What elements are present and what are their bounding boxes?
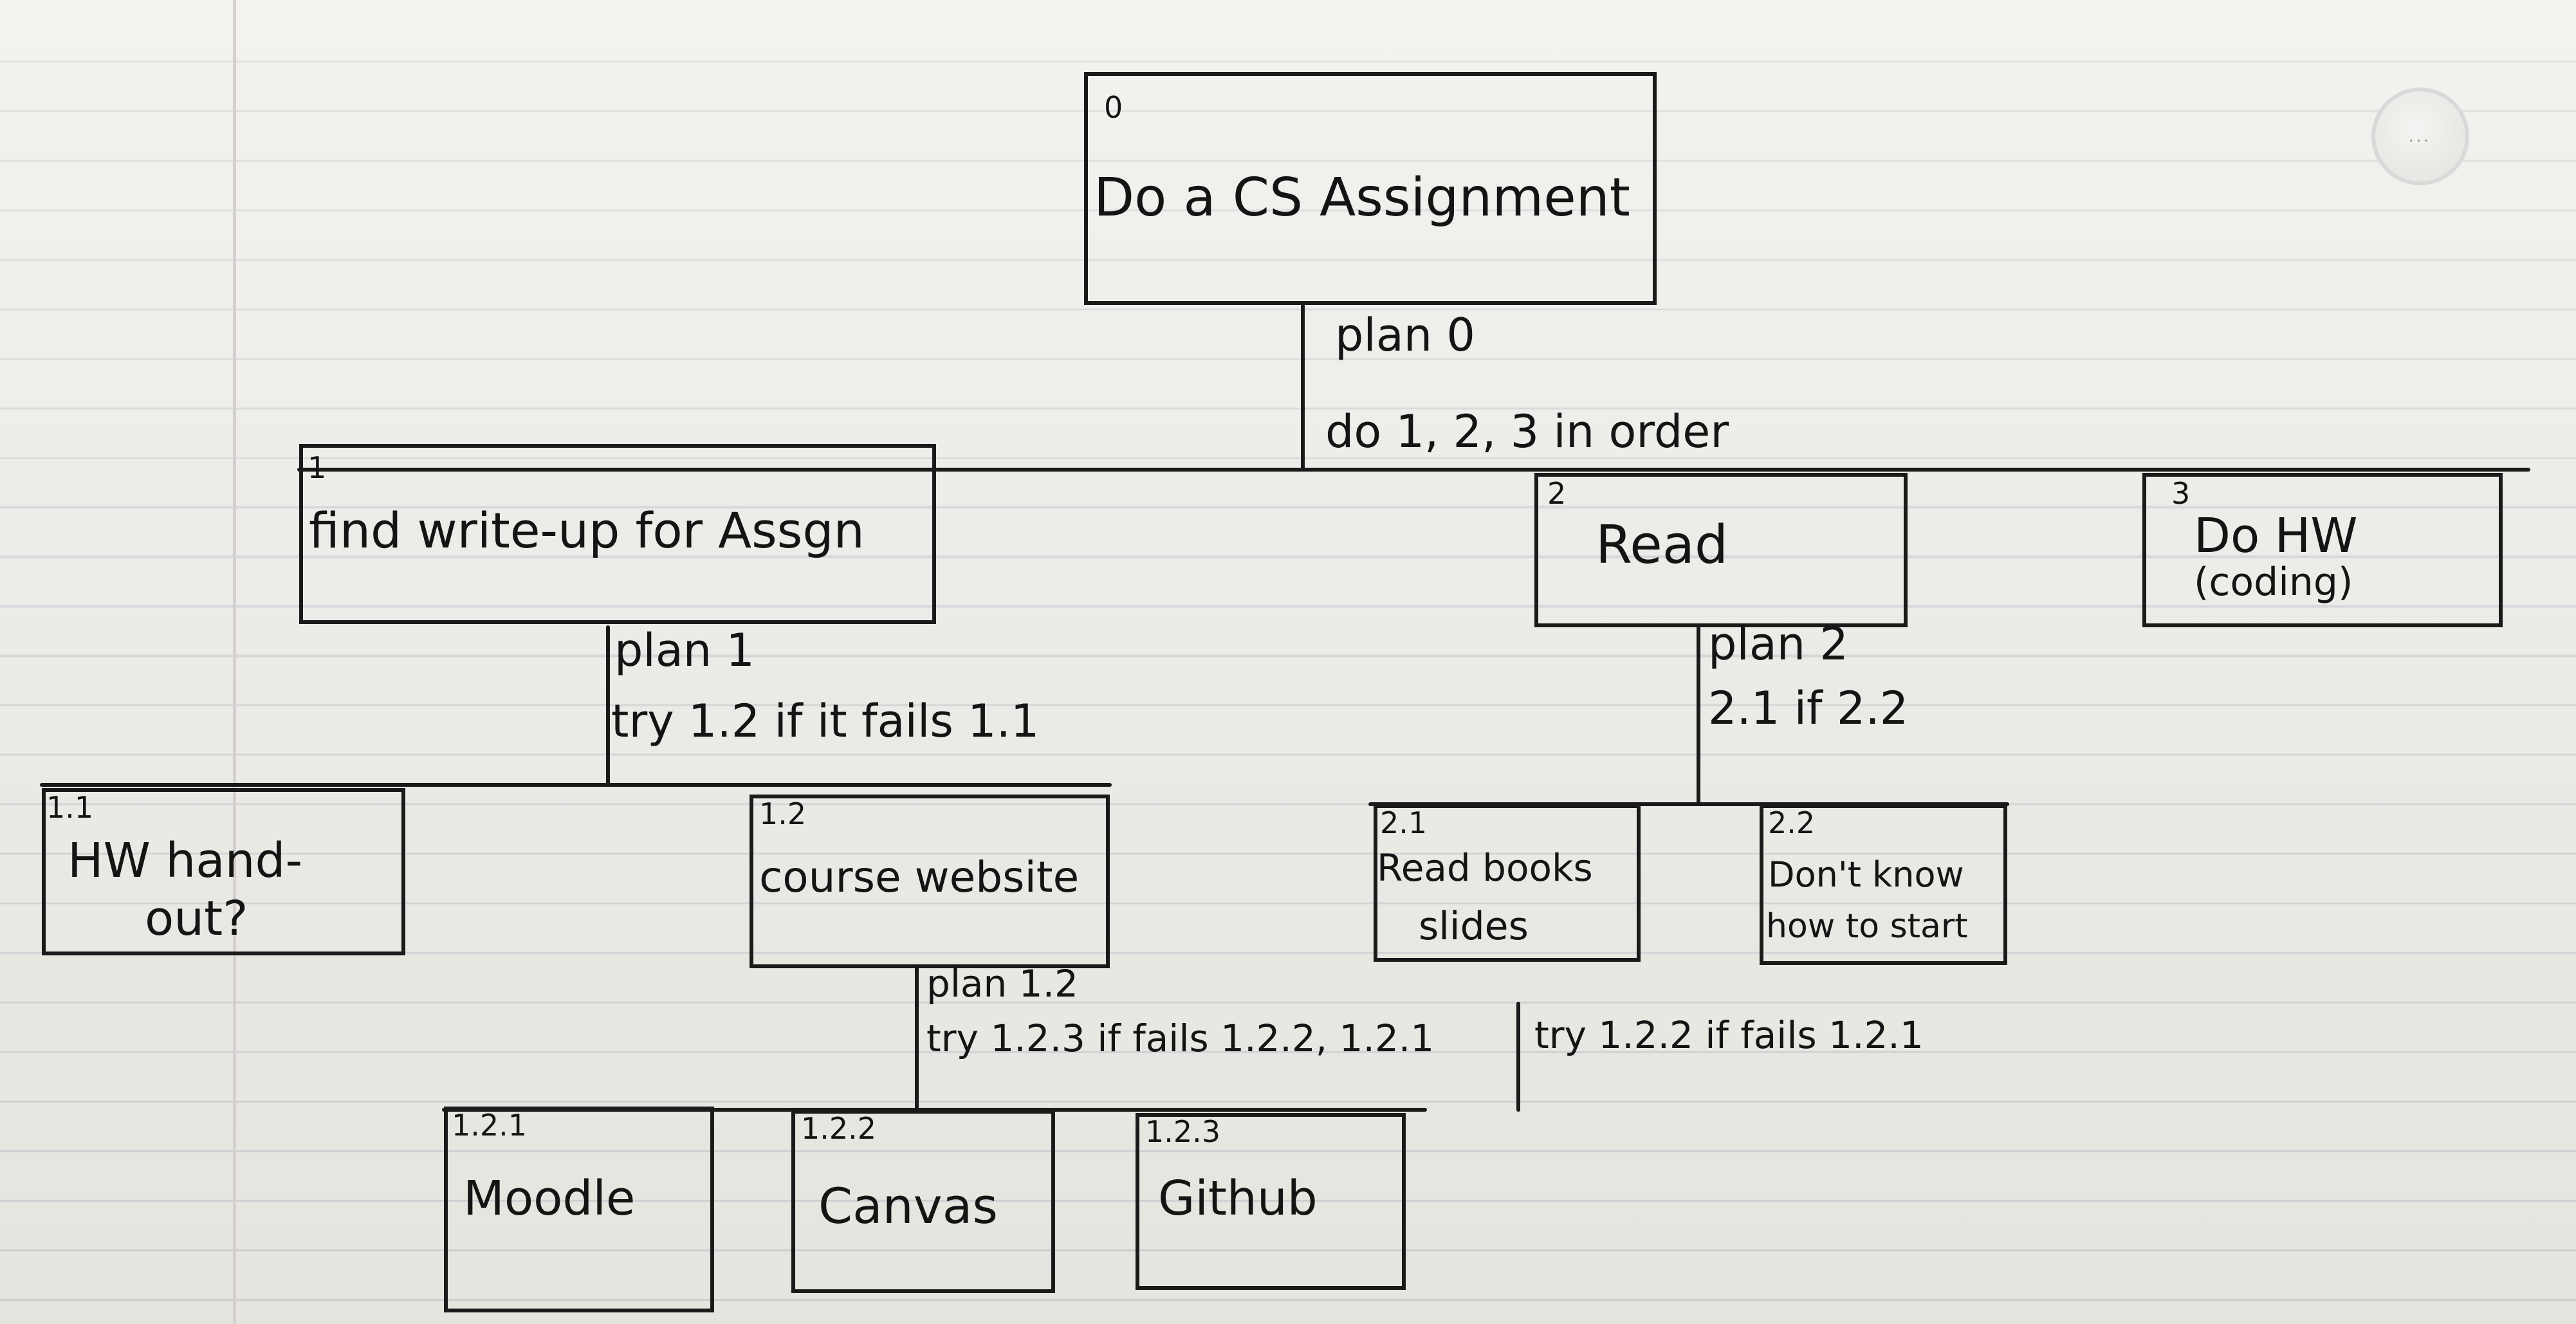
node-2	[1534, 473, 1908, 627]
node-1-2-1-number: 1.2.1	[452, 1108, 528, 1143]
node-2-1-label-line2: slides	[1419, 904, 1529, 949]
node-1-2-3-label: Github	[1158, 1171, 1318, 1226]
node-1-1-label-line1: HW hand-	[68, 833, 303, 888]
node-1-2-1	[444, 1107, 714, 1312]
node-2-1-number: 2.1	[1380, 805, 1428, 840]
node-2-label: Read	[1596, 515, 1729, 576]
plan-1-2-text: try 1.2.3 if fails 1.2.2, 1.2.1	[926, 1016, 1435, 1060]
node-1-2-3-number: 1.2.3	[1145, 1114, 1221, 1149]
plan-0-text: do 1, 2, 3 in order	[1325, 405, 1729, 458]
node-1-label: find write-up for Assgn	[309, 502, 865, 559]
node-1-2-2-number: 1.2.2	[801, 1111, 877, 1146]
node-1-2-label: course website	[759, 852, 1080, 902]
node-0	[1084, 72, 1657, 305]
node-2-1-label-line1: Read books	[1377, 846, 1593, 890]
node-2-1	[1374, 804, 1641, 962]
node-3-label-line1: Do HW	[2194, 508, 2358, 564]
plan-1-title: plan 1	[614, 624, 755, 677]
node-1-1-number: 1.1	[46, 790, 94, 825]
node-1-1	[42, 788, 405, 955]
node-0-number: 0	[1104, 90, 1123, 125]
node-1	[299, 444, 936, 624]
node-2-2-label-line1: Don't know	[1768, 854, 1964, 895]
node-2-number: 2	[1547, 476, 1567, 511]
node-1-2-number: 1.2	[759, 796, 807, 831]
node-0-label: Do a CS Assignment	[1094, 167, 1630, 228]
plan-1-text: try 1.2 if it fails 1.1	[611, 695, 1040, 748]
node-3-label-line2: (coding)	[2194, 560, 2353, 605]
node-1-2-3	[1136, 1113, 1406, 1290]
node-3-number: 3	[2171, 476, 2191, 511]
margin-line	[233, 0, 236, 1324]
node-1-number: 1	[308, 450, 327, 485]
node-1-1-label-line2: out?	[145, 891, 248, 946]
plan-2-title: plan 2	[1708, 618, 1848, 670]
node-1-2-1-label: Moodle	[463, 1171, 636, 1226]
hole-dots: ...	[2409, 127, 2431, 145]
binder-hole: ...	[2371, 87, 2469, 185]
node-1-2	[750, 795, 1110, 968]
plan-0-title: plan 0	[1335, 309, 1475, 362]
plan-1-2-alt-text: try 1.2.2 if fails 1.2.1	[1534, 1013, 1924, 1057]
node-2-2-number: 2.2	[1768, 805, 1816, 840]
node-2-2	[1760, 804, 2007, 965]
plan-1-2-title: plan 1.2	[926, 962, 1078, 1006]
node-1-2-2-label: Canvas	[818, 1177, 998, 1235]
node-2-2-label-line2: how to start	[1766, 907, 1968, 946]
node-3	[2142, 473, 2503, 627]
plan-2-text: 2.1 if 2.2	[1708, 682, 1909, 735]
node-1-2-2	[791, 1110, 1055, 1293]
